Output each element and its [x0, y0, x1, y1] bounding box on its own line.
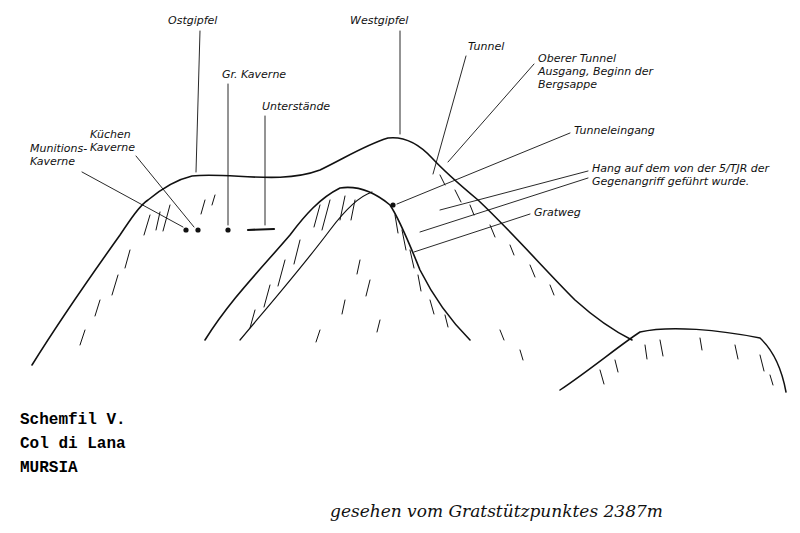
peak-label: Westgipfel [350, 14, 430, 27]
source-credit: Schemfil V. [20, 410, 126, 430]
feature-label: Gratweg [534, 206, 594, 219]
feature-label: Tunneleingang [574, 124, 674, 137]
feature-label: Gr. Kaverne [222, 68, 302, 81]
ridge-outline [240, 192, 372, 340]
feature-label: Unterstände [262, 100, 352, 113]
position-marks [183, 202, 395, 232]
source-credit: MURSIA [20, 458, 78, 478]
ridge-outline [205, 187, 470, 340]
mountain-outline [32, 138, 632, 365]
feature-label: Oberer Tunnel Ausgang, Beginn der Bergsa… [538, 52, 668, 91]
leader-lines [82, 31, 588, 252]
hatching [80, 175, 773, 385]
shelter-line [248, 229, 274, 230]
feature-label: Munitions- Kaverne [30, 142, 90, 168]
feature-label: Küchen Kaverne [90, 128, 140, 154]
source-credit: Col di Lana [20, 434, 126, 454]
peak-label: Ostgipfel [168, 14, 248, 27]
caption: gesehen vom Gratstützpunktes 2387m [330, 500, 663, 522]
feature-label: Tunnel [468, 40, 518, 53]
note-label: Hang auf dem von der 5/TJR der Gegenangr… [592, 162, 777, 188]
hill-outline [560, 329, 786, 392]
